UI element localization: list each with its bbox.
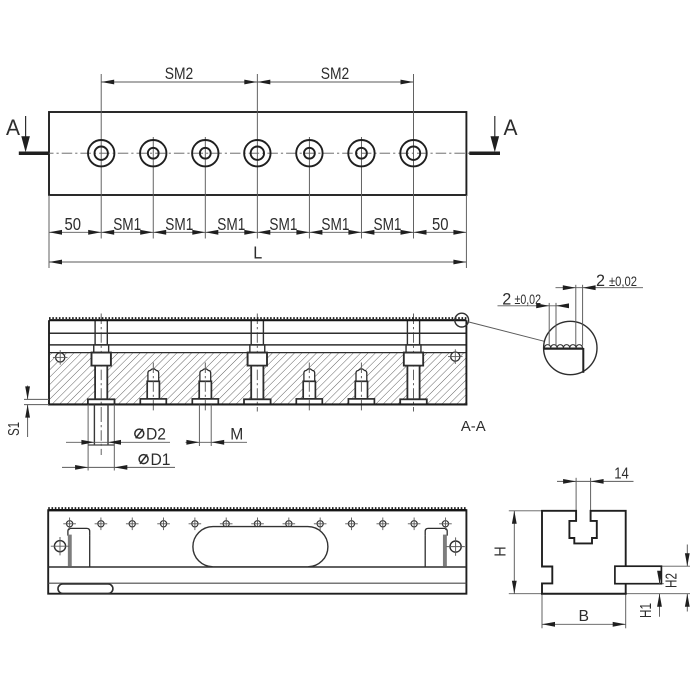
svg-text:SM2: SM2 [321, 64, 350, 83]
svg-text:±0,02: ±0,02 [609, 274, 637, 289]
svg-text:S1: S1 [6, 422, 23, 436]
svg-text:SM1: SM1 [321, 214, 349, 234]
svg-text:14: 14 [614, 466, 629, 483]
svg-text:50: 50 [65, 214, 82, 234]
svg-text:H2: H2 [663, 573, 680, 588]
svg-text:SM1: SM1 [374, 214, 402, 234]
svg-text:H: H [492, 546, 509, 557]
svg-text:SM2: SM2 [165, 64, 194, 83]
svg-text:H1: H1 [638, 603, 655, 618]
svg-text:SM1: SM1 [165, 214, 193, 234]
svg-text:SM1: SM1 [113, 214, 141, 234]
svg-text:B: B [579, 608, 590, 625]
svg-text:2: 2 [502, 289, 511, 308]
svg-text:2: 2 [596, 271, 605, 290]
svg-text:M: M [230, 425, 243, 444]
svg-text:±0,02: ±0,02 [515, 292, 542, 307]
svg-text:A: A [6, 115, 20, 140]
svg-text:D1: D1 [151, 450, 171, 469]
svg-text:L: L [253, 243, 262, 263]
svg-text:D2: D2 [146, 425, 166, 444]
svg-text:SM1: SM1 [269, 214, 297, 234]
svg-text:SM1: SM1 [217, 214, 245, 234]
svg-text:A: A [504, 115, 518, 140]
svg-text:A-A: A-A [461, 418, 486, 435]
svg-text:50: 50 [432, 214, 449, 234]
